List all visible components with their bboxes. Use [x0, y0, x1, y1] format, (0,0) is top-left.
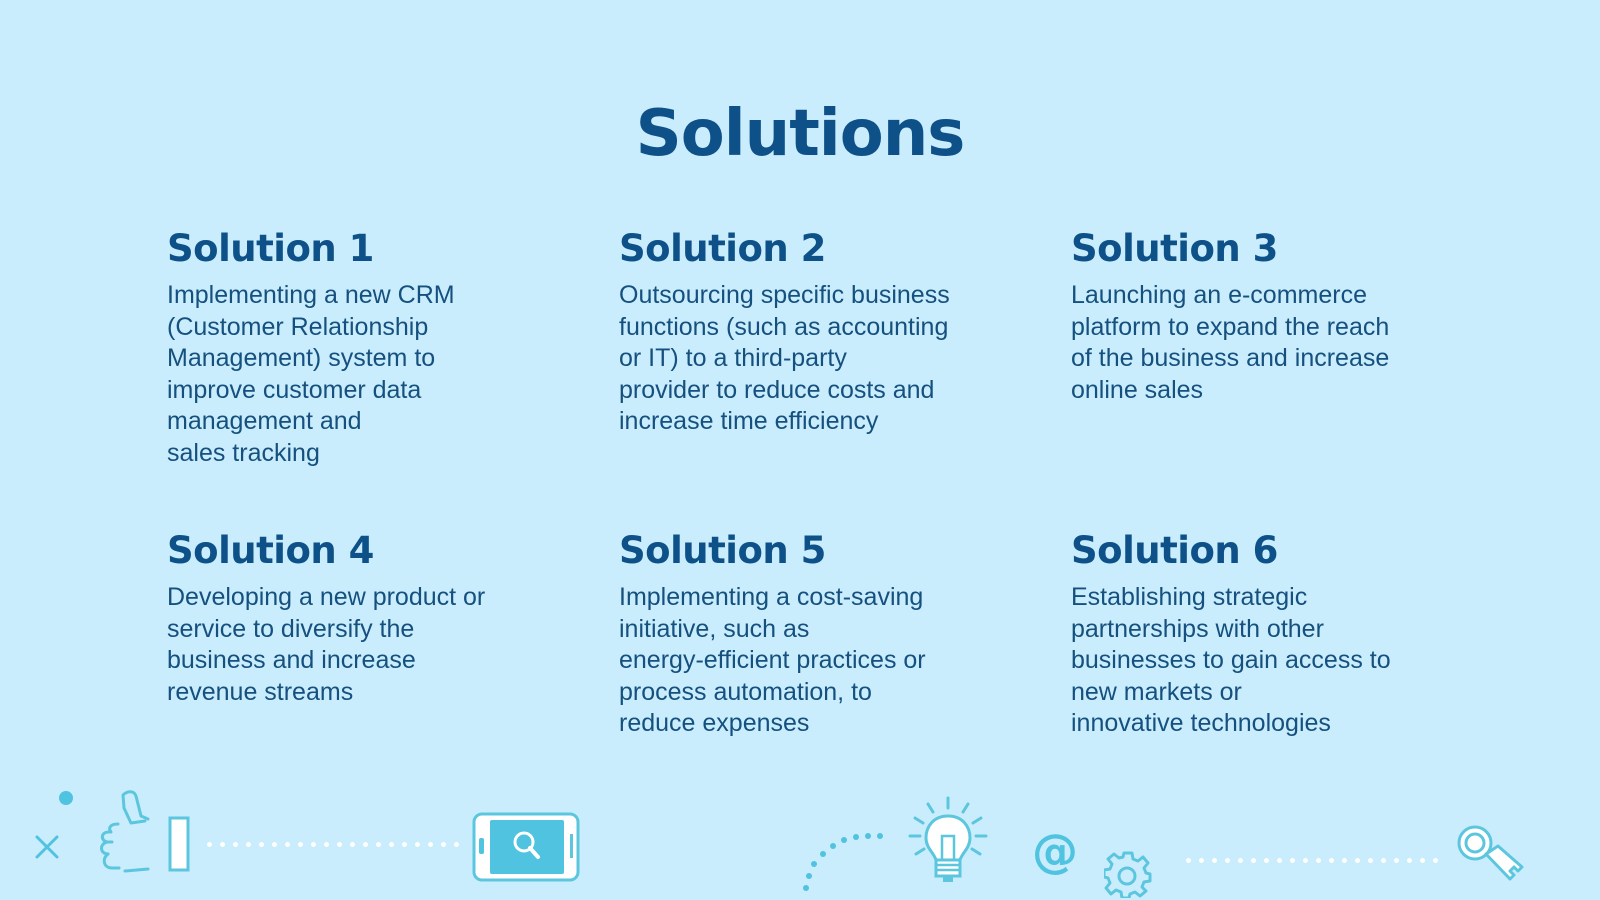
lightbulb-icon — [908, 796, 988, 882]
solution-heading: Solution 6 — [1071, 529, 1278, 572]
solution-description: Outsourcing specific business functions … — [619, 281, 950, 435]
dot-icon — [59, 791, 73, 805]
page-title: Solutions — [635, 97, 966, 171]
solution-card-3: Solution 3 Launching an e-commerce platf… — [1071, 226, 1491, 406]
solution-card-1: Solution 1 Implementing a new CRM (Custo… — [167, 226, 587, 469]
x-icon — [35, 835, 59, 859]
solution-heading: Solution 1 — [167, 227, 374, 270]
dotted-connector — [203, 842, 463, 847]
solution-description: Implementing a cost-saving initiative, s… — [619, 583, 926, 737]
at-sign-icon: @ — [1032, 824, 1078, 878]
gear-icon — [1104, 851, 1152, 898]
key-icon — [1457, 825, 1524, 881]
phone-search-icon — [472, 812, 580, 882]
solution-heading: Solution 4 — [167, 529, 374, 572]
solution-description: Implementing a new CRM (Customer Relatio… — [167, 281, 455, 467]
dotted-arc — [803, 833, 883, 891]
solution-description: Establishing strategic partnerships with… — [1071, 583, 1391, 737]
solution-description: Developing a new product or service to d… — [167, 583, 486, 706]
dotted-connector — [1182, 858, 1442, 863]
thumbs-up-icon — [100, 790, 190, 873]
solution-card-6: Solution 6 Establishing strategic partne… — [1071, 528, 1491, 740]
solution-heading: Solution 5 — [619, 529, 826, 572]
solution-heading: Solution 2 — [619, 227, 826, 270]
solution-description: Launching an e-commerce platform to expa… — [1071, 281, 1390, 404]
solution-card-4: Solution 4 Developing a new product or s… — [167, 528, 587, 708]
solution-heading: Solution 3 — [1071, 227, 1278, 270]
solution-card-5: Solution 5 Implementing a cost-saving in… — [619, 528, 1039, 740]
solution-card-2: Solution 2 Outsourcing specific business… — [619, 226, 1039, 438]
